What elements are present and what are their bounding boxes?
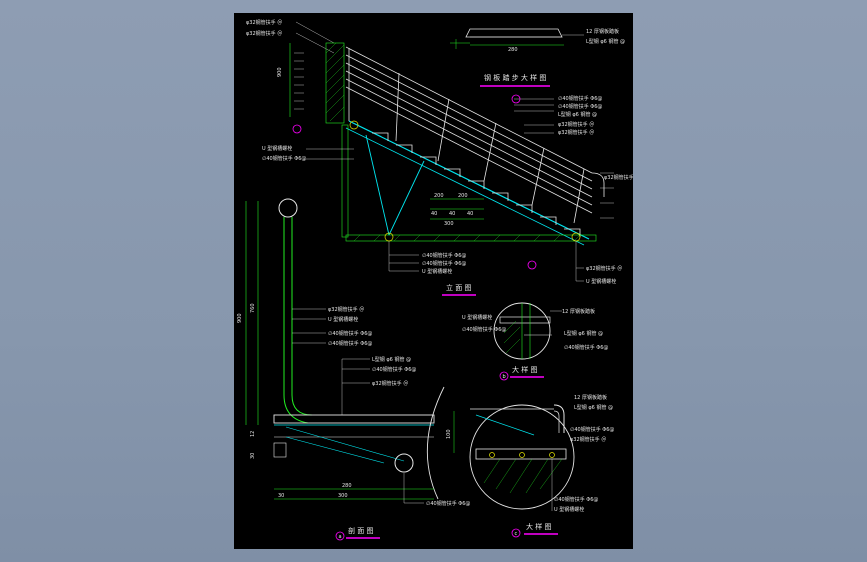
section-dim-760: 760 — [250, 303, 256, 313]
det-b-note-4: L型钢 φ6 钢管 @ — [564, 330, 603, 337]
section-stringer-pipe — [394, 453, 414, 473]
sec-note-6: ∅40钢管扶手 Φ6@ — [372, 366, 416, 373]
section-dim-12: 12 — [250, 431, 256, 437]
dim-40-a: 40 — [431, 211, 437, 217]
detail-c: 100 12 厚钢板踏板 L型钢 φ6 钢管 @ ∅40钢管扶手 Φ6@ φ32… — [446, 394, 614, 538]
sec-note-1: φ32钢管扶手 ＠ — [328, 306, 364, 313]
stringer — [348, 120, 590, 240]
section-dim-280: 280 — [342, 483, 352, 489]
note-top-2: φ32钢管扶手 ＠ — [246, 30, 282, 37]
support-struts — [365, 134, 425, 236]
step-detail: 280 12 厚钢板踏板 L型钢 φ6 钢管 @ 钢 板 踏 步 大 样 图 — [450, 28, 625, 87]
note-b5: U 型钢槽螺栓 — [586, 278, 616, 285]
detail-c-marker — [511, 528, 521, 538]
section-marker-label: a — [339, 534, 342, 540]
sec-note-8: ∅40钢管扶手 Φ6@ — [426, 500, 470, 507]
detail-b-marker-label: b — [503, 374, 506, 380]
detail-b-marker — [499, 371, 509, 381]
detail-b-title: 大 样 图 — [512, 365, 537, 374]
det-b-note-1: U 型钢槽螺栓 — [462, 314, 492, 321]
dim-40-b: 40 — [449, 211, 455, 217]
note-l1: U 型钢槽螺栓 — [262, 145, 292, 152]
section-dim-30b: 30 — [278, 493, 284, 499]
ground-slab — [345, 234, 597, 242]
sec-note-4: ∅40钢管扶手 Φ6@ — [328, 340, 372, 347]
note-r2: ∅40钢管扶手 Φ6@ — [558, 103, 602, 110]
note-l2: ∅40钢管扶手 Φ6@ — [262, 155, 306, 162]
note-r4: φ32钢管扶手 ＠ — [558, 121, 594, 128]
section-title: 剖 面 图 — [348, 526, 373, 535]
step-detail-title: 钢 板 踏 步 大 样 图 — [484, 73, 546, 82]
dim-300: 300 — [444, 221, 454, 227]
note-rr1: φ32钢管扶手 ＠ — [604, 174, 633, 181]
section-dim-300: 300 — [338, 493, 348, 499]
landing-wall — [325, 42, 345, 124]
sec-note-3: ∅40钢管扶手 Φ6@ — [328, 330, 372, 337]
note-b3: U 型钢槽螺栓 — [422, 268, 452, 275]
dim-200-a: 200 — [434, 193, 444, 199]
note-b2: ∅40钢管扶手 Φ6@ — [422, 260, 466, 267]
section-dim-900: 900 — [237, 313, 243, 323]
note-r3: L型钢 φ6 钢管 @ — [558, 111, 597, 118]
det-c-note-1: 12 厚钢板踏板 — [574, 394, 607, 401]
det-b-note-2: ∅40钢管扶手 Φ6@ — [462, 326, 506, 333]
section-marker-a — [292, 124, 302, 134]
note-b1: ∅40钢管扶手 Φ6@ — [422, 252, 466, 259]
dim-40-c: 40 — [467, 211, 473, 217]
step-note-2: L型钢 φ6 钢管 @ — [586, 38, 625, 45]
det-c-note-4: φ32钢管扶手 ＠ — [570, 436, 606, 443]
height-dim-label: 900 — [277, 67, 283, 77]
section-tread — [273, 414, 435, 424]
detail-c-title: 大 样 图 — [526, 522, 551, 531]
section-view: 900 760 12 30 280 30 300 — [237, 198, 470, 541]
section-marker-b — [511, 94, 521, 104]
anchor-right — [571, 232, 581, 242]
dim-200-b: 200 — [458, 193, 468, 199]
detail-b: U 型钢槽螺栓 ∅40钢管扶手 Φ6@ 12 厚钢板踏板 L型钢 φ6 钢管 @… — [462, 302, 608, 381]
det-c-note-3: ∅40钢管扶手 Φ6@ — [570, 426, 614, 433]
elevation-title: 立 面 图 — [446, 283, 471, 292]
note-r5: φ32钢管扶手 ＠ — [558, 129, 594, 136]
note-b4: φ32钢管扶手 ＠ — [586, 265, 622, 272]
section-title-marker — [335, 531, 345, 541]
detail-c-marker-label: c — [515, 531, 518, 537]
det-c-note-6: U 型钢槽螺栓 — [554, 506, 584, 513]
step-note-1: 12 厚钢板踏板 — [586, 28, 619, 35]
handrail-posts — [348, 48, 585, 224]
anchor-top — [349, 120, 359, 130]
note-r1: ∅40钢管扶手 Φ6@ — [558, 95, 602, 102]
section-marker-c — [527, 260, 537, 270]
cad-drawing: φ32钢管扶手 ＠ φ32钢管扶手 ＠ 900 — [237, 19, 633, 541]
det-c-dim-100: 100 — [446, 429, 452, 439]
step-treads — [372, 132, 581, 237]
drawing-sheet: φ32钢管扶手 ＠ φ32钢管扶手 ＠ 900 — [234, 13, 633, 549]
det-c-note-5: ∅40钢管扶手 Φ6@ — [554, 496, 598, 503]
sec-note-2: U 型钢槽螺栓 — [328, 316, 358, 323]
handrail-rails — [345, 46, 605, 214]
step-dim-280: 280 — [508, 47, 518, 53]
sec-note-5: L型钢 φ6 钢管 @ — [372, 356, 411, 363]
section-dim-30: 30 — [250, 453, 256, 459]
det-c-note-2: L型钢 φ6 钢管 @ — [574, 404, 613, 411]
sec-note-7: φ32钢管扶手 ＠ — [372, 380, 408, 387]
elevation-view: φ32钢管扶手 ＠ φ32钢管扶手 ＠ 900 — [246, 19, 633, 296]
det-b-note-5: ∅40钢管扶手 Φ6@ — [564, 344, 608, 351]
det-b-note-3: 12 厚钢板踏板 — [562, 308, 595, 315]
note-top-1: φ32钢管扶手 ＠ — [246, 19, 282, 26]
